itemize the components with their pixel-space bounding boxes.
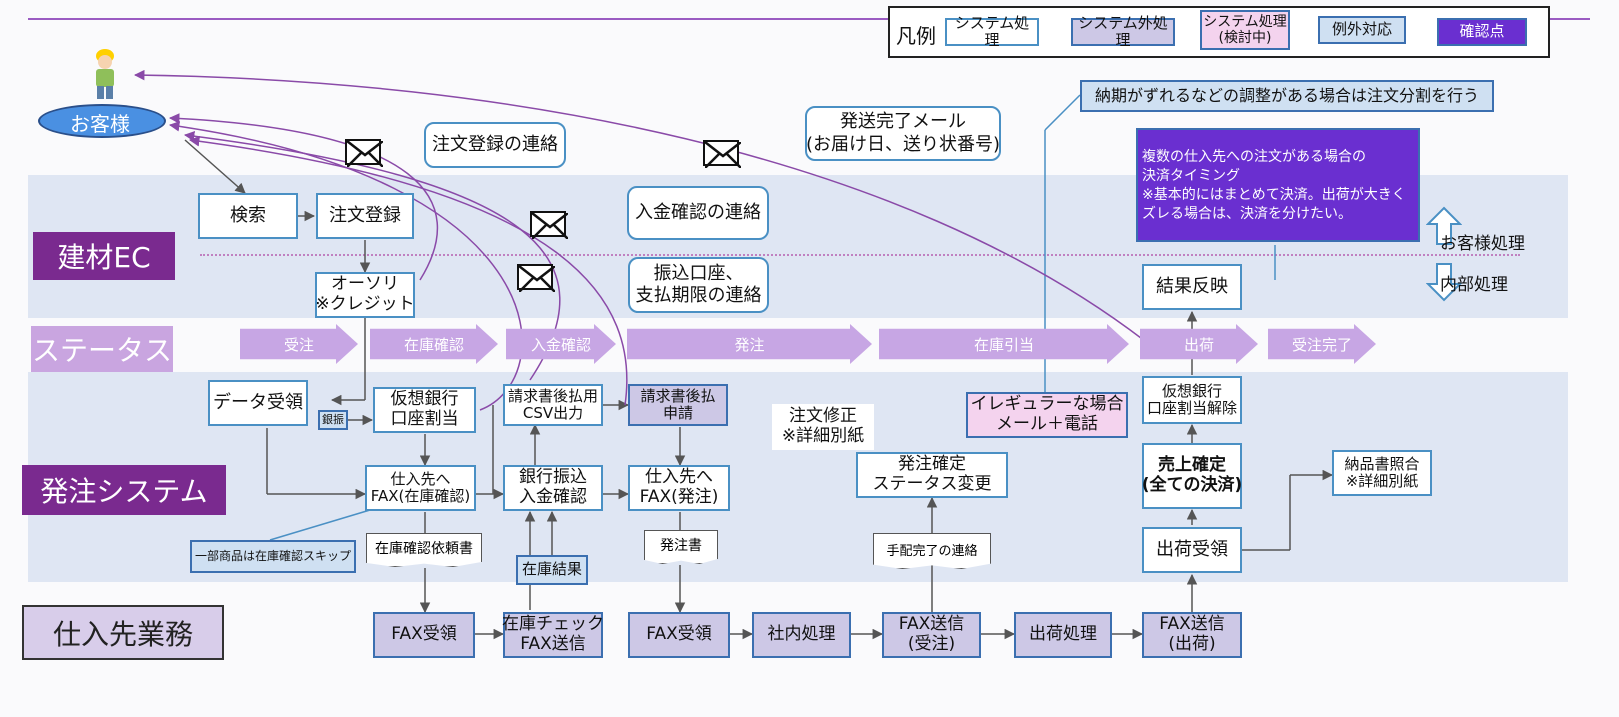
status-step: 発注: [627, 324, 872, 364]
fax-send-ship-box: FAX送信 (出荷): [1142, 612, 1242, 658]
order-doc: 発注書: [644, 530, 718, 564]
status-step: 入金確認: [506, 324, 616, 364]
virtual-bank-release-box: 仮想銀行 口座割当解除: [1142, 376, 1242, 424]
status-step: 在庫確認: [370, 324, 498, 364]
order-registration-box: 注文登録: [316, 193, 414, 239]
top-rule: [28, 18, 890, 20]
status-step: 受注: [240, 324, 358, 364]
callout-order-registration: 注文登録の連絡: [424, 122, 566, 168]
order-status-box: 発注確定 ステータス変更: [856, 452, 1008, 498]
search-box: 検索: [198, 193, 298, 239]
status-step: 在庫引当: [879, 324, 1129, 364]
lane-supplier: 仕入先業務: [22, 605, 224, 660]
customer-label: お客様: [70, 112, 130, 136]
arrange-done-doc: 手配完了の連絡: [873, 533, 991, 569]
internal-process-box: 社内処理: [752, 612, 851, 658]
status-step: 受注完了: [1268, 324, 1376, 364]
stock-check-fax-box: 在庫チェック FAX送信: [502, 612, 604, 658]
callout-transfer-account: 振込口座、 支払期限の連絡: [628, 257, 769, 313]
fax-order-box: 仕入先へ FAX(発注): [628, 465, 730, 511]
lane-status: ステータス: [31, 326, 173, 372]
order-fix-note: 注文修正 ※詳細別紙: [772, 404, 874, 450]
invoice-apply-box: 請求書後払 申請: [628, 384, 728, 426]
authorization-box: オーソリ ※クレジット: [315, 272, 415, 318]
legend-title: 凡例: [896, 24, 936, 48]
envelope-icon: [703, 140, 741, 168]
delivery-check-box: 納品書照合 ※詳細別紙: [1332, 450, 1432, 496]
fax-receive-box-1: FAX受領: [373, 612, 475, 658]
stock-request-doc: 在庫確認依頼書: [366, 533, 482, 567]
up-arrow-icon: [1426, 206, 1462, 245]
sales-confirm-box: 売上確定 (全ての決済): [1142, 443, 1242, 509]
customer-oval: [38, 104, 166, 138]
legend-exception: 例外対応: [1318, 16, 1406, 44]
status-step: 出荷: [1140, 324, 1258, 364]
legend-under-review: システム処理 (検討中): [1200, 10, 1290, 50]
down-arrow-icon: [1426, 263, 1462, 302]
legend-external: システム外処理: [1071, 14, 1175, 49]
envelope-icon: [530, 211, 568, 239]
data-receive-box: データ受領: [208, 380, 308, 426]
split-order-note: 納期がずれるなどの調整がある場合は注文分割を行う: [1080, 80, 1494, 112]
envelope-icon: [345, 139, 383, 167]
virtual-bank-box: 仮想銀行 口座割当: [373, 387, 476, 433]
result-reflect-box: 結果反映: [1142, 264, 1242, 310]
top-rule-2: [1530, 18, 1590, 20]
customer-figure-icon: [96, 49, 114, 99]
irregular-box: イレギュラーな場合 メール＋電話: [966, 392, 1128, 438]
fax-receive-box-2: FAX受領: [628, 612, 730, 658]
ec-divider: [200, 254, 1520, 256]
callout-payment-confirm: 入金確認の連絡: [627, 186, 769, 240]
bank-confirm-box: 銀行振込 入金確認: [503, 465, 603, 511]
legend-system: システム処理: [945, 14, 1039, 49]
invoice-csv-box: 請求書後払用 CSV出力: [503, 384, 603, 426]
internal-process-label: 内部処理: [1440, 275, 1508, 295]
legend-confirm-point: 確認点: [1437, 18, 1527, 46]
stock-result-box: 在庫結果: [516, 555, 588, 585]
ship-receive-box: 出荷受領: [1142, 527, 1242, 573]
callout-shipped-mail: 発送完了メール (お届け日、送り状番号): [805, 106, 1001, 161]
ship-process-box: 出荷処理: [1014, 612, 1112, 658]
fax-send-order-box: FAX送信 (受注): [882, 612, 981, 658]
lane-order-system: 発注システム: [22, 465, 226, 515]
multi-supplier-note: 複数の仕入先への注文がある場合の 決済タイミング ※基本的にはまとめて決済。出荷…: [1136, 128, 1420, 242]
lane-ec: 建材EC: [33, 232, 175, 280]
skip-note: 一部商品は在庫確認スキップ: [190, 540, 356, 573]
bank-transfer-tag: 銀振: [318, 410, 348, 430]
customer-process-label: お客様処理: [1440, 234, 1525, 254]
fax-stock-check-box: 仕入先へ FAX(在庫確認): [365, 465, 476, 511]
envelope-icon: [517, 264, 555, 292]
